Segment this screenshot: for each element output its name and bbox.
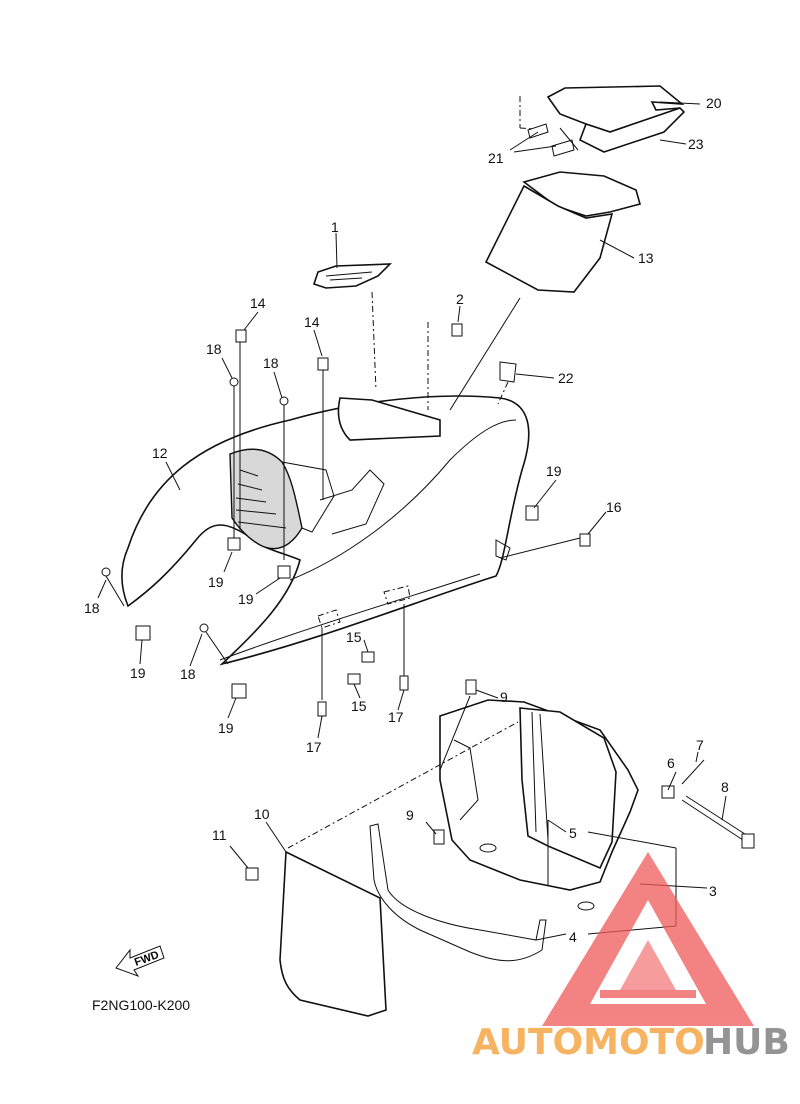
leader-plate: [287, 721, 519, 849]
label-part-18-d: 18: [180, 666, 196, 682]
label-part-19-c: 19: [130, 665, 146, 681]
label-part-18-a: 18: [206, 341, 222, 357]
fastener-group: [101, 297, 591, 717]
watermark-text-automoto: AUTOMOTO: [472, 1022, 705, 1063]
label-part-19-b: 19: [238, 591, 254, 607]
label-part-22: 22: [558, 370, 574, 386]
label-part-12: 12: [152, 445, 168, 461]
mount-outline-b: [383, 585, 411, 605]
label-part-21: 21: [488, 150, 504, 166]
label-part-15-lower: 15: [351, 698, 367, 714]
seat-top-pad: [519, 85, 686, 153]
rear-fender: [121, 395, 530, 666]
fwd-arrow-icon: FWD: [115, 945, 165, 977]
label-part-7: 7: [696, 737, 704, 753]
label-part-16: 16: [606, 499, 622, 515]
side-cover-plate: [279, 850, 387, 1017]
storage-tray: [439, 699, 639, 911]
label-part-3: 3: [709, 883, 717, 899]
leader-lines: [97, 101, 727, 941]
label-part-17-right: 17: [388, 709, 404, 725]
label-part-11: 11: [212, 827, 227, 843]
label-part-19-d: 19: [218, 720, 234, 736]
label-part-6: 6: [667, 755, 675, 771]
label-part-14-left: 14: [250, 295, 266, 311]
label-part-8: 8: [721, 779, 729, 795]
label-part-14-right: 14: [304, 314, 320, 330]
label-part-4: 4: [569, 929, 577, 945]
label-part-9-lower: 9: [406, 807, 414, 823]
grille-panel: [312, 263, 393, 289]
label-part-2: 2: [456, 291, 464, 307]
bolt-9-lower: [433, 829, 445, 845]
label-part-23: 23: [688, 136, 704, 152]
bolt-11: [245, 867, 259, 881]
fwd-label: FWD: [133, 949, 161, 969]
label-part-18-c: 18: [84, 600, 100, 616]
label-part-18-b: 18: [263, 355, 279, 371]
diagram-code: F2NG100-K200: [92, 997, 190, 1013]
label-part-19-a: 19: [208, 574, 224, 590]
part-labels: 1 2 3 4 5 6 7 8 9 9 10 11 12 13 14 14 15…: [84, 95, 729, 945]
clip-bolts: [527, 123, 579, 157]
triangle-logo-icon: [542, 852, 754, 1026]
label-part-5: 5: [569, 825, 577, 841]
label-part-13: 13: [638, 250, 654, 266]
bolt-9-upper: [465, 679, 477, 695]
watermark-logo: [542, 852, 754, 1026]
watermark-text-hub: HUB: [703, 1022, 790, 1063]
strap-assembly: [661, 759, 755, 849]
label-part-9-upper: 9: [500, 689, 508, 705]
leader-grille: [371, 291, 377, 391]
label-part-10: 10: [254, 806, 270, 822]
label-part-15-upper: 15: [346, 629, 362, 645]
label-part-1: 1: [331, 219, 339, 235]
leader-bolt-9: [439, 695, 471, 771]
storage-box: [484, 171, 641, 293]
label-part-20: 20: [706, 95, 722, 111]
label-part-19-e: 19: [546, 463, 562, 479]
mount-outline-a: [317, 609, 341, 629]
rubber-seal: [369, 823, 547, 962]
label-part-17-left: 17: [306, 739, 322, 755]
